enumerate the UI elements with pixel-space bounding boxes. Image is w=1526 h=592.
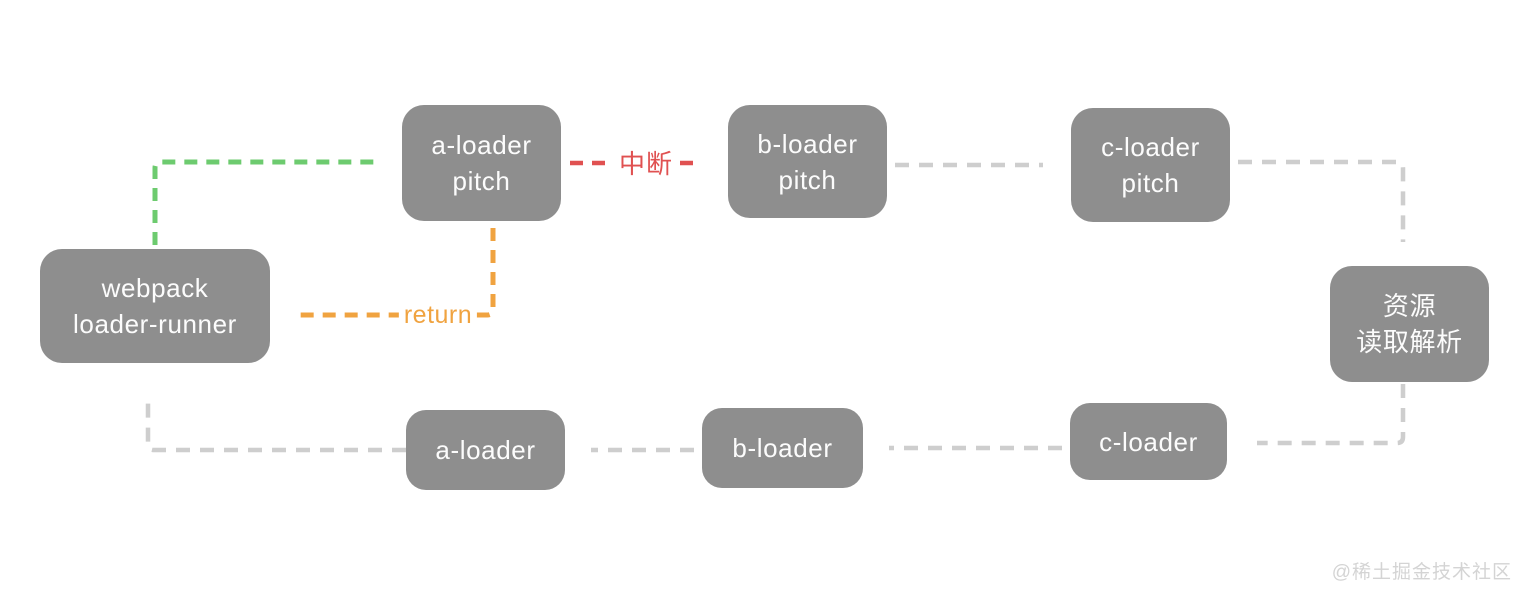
node-label: pitch bbox=[452, 166, 511, 196]
edge-a-loader-to-webpack bbox=[145, 394, 406, 453]
edge-c-pitch-to-resource bbox=[1238, 159, 1406, 242]
node-label: a-loader bbox=[431, 130, 532, 160]
edge-webpack-to-a-pitch bbox=[152, 159, 381, 245]
watermark: @稀土掘金技术社区 bbox=[1331, 562, 1512, 583]
node-webpack-loader-runner: webpack loader-runner bbox=[40, 249, 270, 363]
node-label: pitch bbox=[778, 164, 837, 195]
node-label: loader-runner bbox=[73, 309, 237, 339]
edge-label-return: return bbox=[398, 301, 478, 329]
edge-resource-to-c-loader bbox=[1257, 384, 1406, 446]
node-b-loader-pitch: b-loader pitch bbox=[728, 105, 887, 218]
node-b-loader: b-loader bbox=[702, 408, 863, 488]
node-label: a-loader bbox=[435, 435, 536, 465]
node-c-loader: c-loader bbox=[1070, 403, 1227, 480]
node-label: pitch bbox=[1121, 168, 1180, 198]
edge-label-interrupt: 中断 bbox=[613, 150, 679, 178]
node-label: c-loader bbox=[1101, 132, 1200, 162]
node-a-loader-pitch: a-loader pitch bbox=[402, 105, 561, 221]
node-resource-read-parse: 资源 读取解析 bbox=[1330, 266, 1489, 382]
node-label: webpack bbox=[101, 273, 209, 303]
node-label: 资源 bbox=[1382, 291, 1437, 321]
edge-a-pitch-to-webpack-return bbox=[297, 228, 496, 318]
node-label: b-loader bbox=[757, 128, 858, 159]
node-label: b-loader bbox=[732, 433, 833, 463]
node-c-loader-pitch: c-loader pitch bbox=[1071, 108, 1230, 222]
node-label: c-loader bbox=[1099, 426, 1198, 457]
node-label: 读取解析 bbox=[1356, 327, 1463, 357]
node-a-loader: a-loader bbox=[406, 410, 565, 490]
